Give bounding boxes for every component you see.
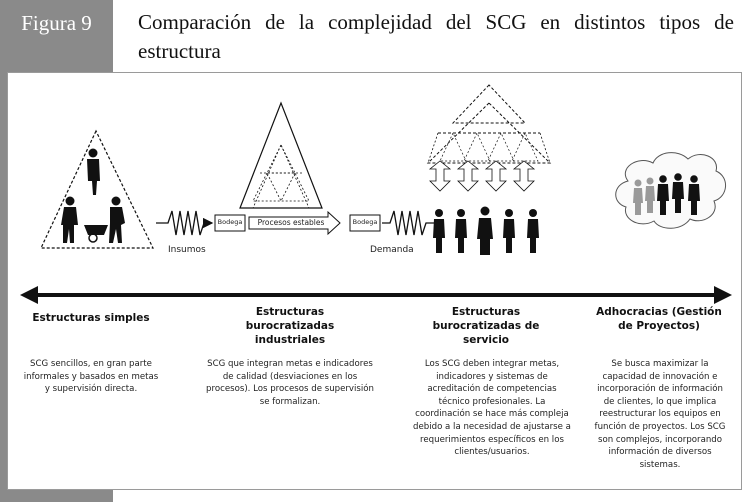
column-body-service: Los SCG deben integrar metas, indicadore… (413, 359, 571, 458)
procesos-estables-label: Procesos estables (257, 218, 325, 227)
person-icon (87, 148, 100, 195)
column-body-simple: SCG sencillos, en gran parte informales … (23, 359, 159, 395)
coordination-arrows (428, 160, 536, 192)
bodega-left-label: Bodega (217, 218, 243, 226)
demanda-label: Demanda (370, 245, 414, 255)
column-body-industrial: SCG que integran metas e indicadores de … (206, 359, 374, 407)
figure-label: Figura 9 (21, 10, 92, 35)
adhocracy-cloud (615, 152, 726, 229)
insumos-signal-icon (156, 210, 214, 236)
diagram-panel: Insumos Demanda Bodega Procesos estables… (7, 72, 742, 490)
figure-title: Comparación de la complejidad del SCG en… (138, 10, 734, 63)
bodega-right-label: Bodega (352, 218, 378, 226)
service-structure-pyramid (426, 84, 552, 164)
column-heading-simple: Estructuras simples (32, 312, 150, 324)
wheelbarrow-worker-icon (84, 196, 125, 243)
diagram-art (20, 84, 732, 304)
team-icons (633, 173, 700, 215)
simple-structure-triangle (40, 129, 154, 249)
demanda-signal-icon (382, 210, 434, 236)
person-icon (527, 209, 539, 253)
column-heading-service: Estructuras burocratizadas de servicio (432, 306, 540, 346)
person-icon (503, 209, 515, 253)
column-heading-industrial: Estructuras burocratizadas industriales (245, 306, 335, 346)
service-staff-icons (433, 206, 539, 255)
column-heading-adhocracy: Adhocracias (Gestión de Proyectos) (596, 306, 722, 332)
industrial-structure-pyramid (239, 101, 323, 209)
person-icon (455, 209, 467, 253)
person-icon (433, 209, 445, 253)
process-flow (214, 210, 381, 236)
worker-icon (61, 196, 78, 243)
column-body-adhocracy: Se busca maximizar la capacidad de innov… (594, 359, 726, 470)
complexity-axis (20, 286, 732, 304)
insumos-label: Insumos (168, 245, 206, 255)
person-icon (477, 206, 493, 255)
